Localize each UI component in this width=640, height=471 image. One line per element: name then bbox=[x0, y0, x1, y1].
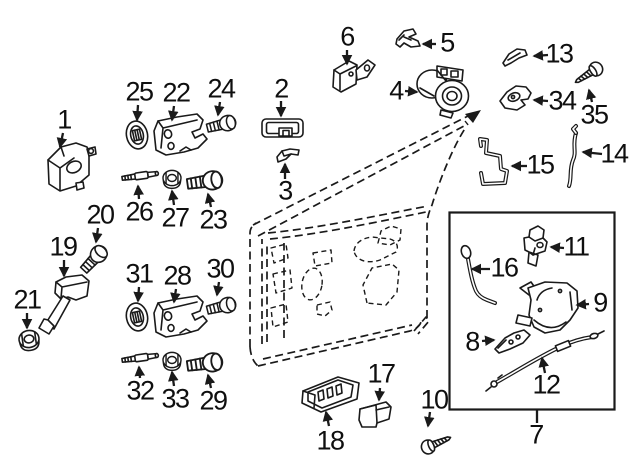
callout-arrow-24 bbox=[214, 101, 225, 117]
callout-arrow-1 bbox=[56, 132, 68, 149]
part-8-drawing bbox=[494, 329, 531, 354]
callout-arrow-27 bbox=[168, 189, 179, 206]
callout-arrow-31 bbox=[133, 286, 144, 303]
callout-arrow-18 bbox=[322, 410, 334, 427]
callout-arrow-28 bbox=[170, 288, 181, 304]
callout-arrow-32 bbox=[134, 365, 146, 379]
group-7-box bbox=[448, 211, 616, 411]
door-outline bbox=[249, 110, 481, 367]
callout-arrow-22 bbox=[168, 105, 179, 122]
part-34-drawing bbox=[499, 85, 532, 111]
callout-arrow-23 bbox=[204, 192, 216, 208]
door-inner-cutouts bbox=[270, 225, 402, 328]
callout-arrow-14 bbox=[581, 147, 603, 159]
part-16-drawing bbox=[460, 244, 497, 305]
callout-arrow-17 bbox=[374, 387, 386, 402]
callout-arrow-13 bbox=[532, 50, 549, 61]
part-4-drawing bbox=[416, 65, 470, 119]
part-13-drawing bbox=[502, 48, 528, 67]
callout-arrow-25 bbox=[132, 104, 143, 122]
callout-arrow-12 bbox=[538, 356, 549, 374]
callout-arrow-10 bbox=[424, 411, 435, 428]
callout-arrow-8 bbox=[481, 335, 496, 347]
callout-arrow-29 bbox=[204, 373, 216, 389]
callout-arrow-9 bbox=[575, 298, 590, 310]
callout-arrow-26 bbox=[133, 184, 144, 200]
callout-arrow-33 bbox=[168, 370, 179, 387]
callout-arrow-4 bbox=[404, 85, 419, 97]
callout-arrow-35 bbox=[586, 88, 597, 103]
part-9-drawing bbox=[515, 281, 579, 334]
part-14-drawing bbox=[567, 124, 578, 188]
part-11-drawing bbox=[523, 225, 548, 267]
part-17-drawing bbox=[358, 401, 392, 428]
part-19-drawing bbox=[38, 274, 90, 335]
part-6-drawing bbox=[332, 59, 376, 93]
callout-arrow-30 bbox=[213, 281, 224, 297]
part-15-drawing bbox=[478, 137, 509, 186]
callout-arrow-34 bbox=[532, 95, 549, 106]
callout-arrow-11 bbox=[549, 242, 565, 253]
callout-arrow-20 bbox=[92, 227, 103, 244]
door-apex-arrowhead bbox=[465, 110, 481, 123]
part-2-drawing bbox=[261, 118, 304, 138]
part-12-drawing bbox=[485, 330, 605, 392]
part-18-drawing bbox=[301, 376, 360, 413]
part-5-drawing bbox=[395, 28, 421, 48]
part-3-drawing bbox=[276, 148, 300, 163]
